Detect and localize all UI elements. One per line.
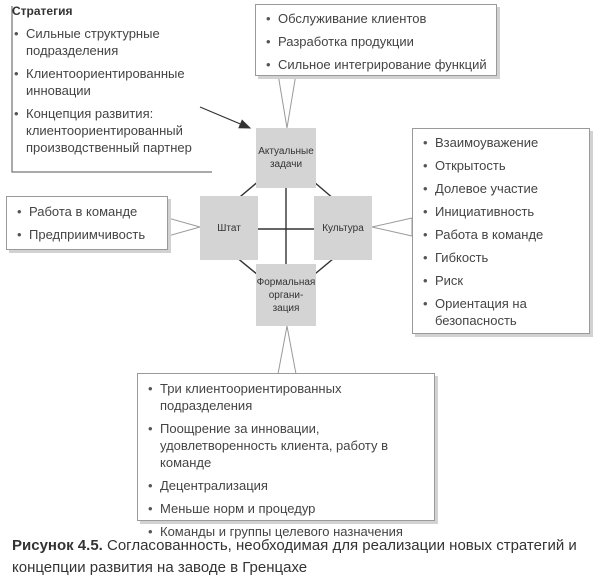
- tasks-callout-list: Обслуживание клиентов Разработка продукц…: [264, 10, 488, 73]
- node-staff: Штат: [200, 196, 258, 260]
- node-organization: Формальная органи-зация: [256, 264, 316, 326]
- org-item: Поощрение за инновации, удовлетворенност…: [146, 420, 426, 471]
- staff-callout-tail: [167, 217, 202, 237]
- tasks-item: Разработка продукции: [264, 33, 488, 50]
- strategy-bracket: [11, 6, 212, 173]
- staff-callout: Работа в команде Предприимчивость: [6, 196, 168, 250]
- culture-item: Инициативность: [421, 203, 581, 220]
- org-callout: Три клиентоориентированных подразделения…: [137, 373, 435, 540]
- culture-item: Гибкость: [421, 249, 581, 266]
- strategy-block: Стратегия Сильные структурные подразделе…: [12, 4, 212, 162]
- org-item: Децентрализация: [146, 477, 426, 494]
- strategy-list: Сильные структурные подразделения Клиент…: [12, 25, 212, 156]
- strategy-item: Сильные структурные подразделения: [12, 25, 212, 59]
- culture-callout-list: Взаимоуважение Открытость Долевое участи…: [421, 134, 581, 329]
- org-callout-tail: [277, 325, 297, 375]
- tasks-item: Сильное интегрирование функций: [264, 56, 488, 73]
- org-item: Команды и группы целевого назначения: [146, 523, 426, 540]
- culture-item: Риск: [421, 272, 581, 289]
- culture-callout-tail: [371, 217, 413, 237]
- tasks-callout-tail: [277, 73, 297, 129]
- culture-item: Ориентация на безопасность: [421, 295, 545, 329]
- caption-text: Согласованность, необходимая для реализа…: [12, 537, 577, 576]
- culture-item: Открытость: [421, 157, 581, 174]
- org-item: Три клиентоориентированных подразделения: [146, 380, 426, 414]
- culture-item: Взаимоуважение: [421, 134, 581, 151]
- strategy-item: Клиентоориентированные инновации: [12, 65, 212, 99]
- culture-item: Долевое участие: [421, 180, 581, 197]
- staff-item: Работа в команде: [15, 203, 159, 220]
- strategy-title: Стратегия: [12, 4, 73, 18]
- strategy-item: Концепция развития: клиентоориентированн…: [12, 105, 212, 156]
- staff-item: Предприимчивость: [15, 226, 159, 243]
- figure-caption: Рисунок 4.5. Согласованность, необходима…: [12, 535, 592, 579]
- staff-callout-list: Работа в команде Предприимчивость: [15, 203, 159, 243]
- node-culture: Культура: [314, 196, 372, 260]
- org-item: Меньше норм и процедур: [146, 500, 426, 517]
- tasks-callout: Обслуживание клиентов Разработка продукц…: [255, 4, 497, 76]
- tasks-item: Обслуживание клиентов: [264, 10, 488, 27]
- culture-item: Работа в команде: [421, 226, 581, 243]
- culture-callout: Взаимоуважение Открытость Долевое участи…: [412, 128, 590, 334]
- node-tasks: Актуальные задачи: [256, 128, 316, 188]
- org-callout-list: Три клиентоориентированных подразделения…: [146, 380, 426, 540]
- caption-label: Рисунок 4.5.: [12, 537, 103, 554]
